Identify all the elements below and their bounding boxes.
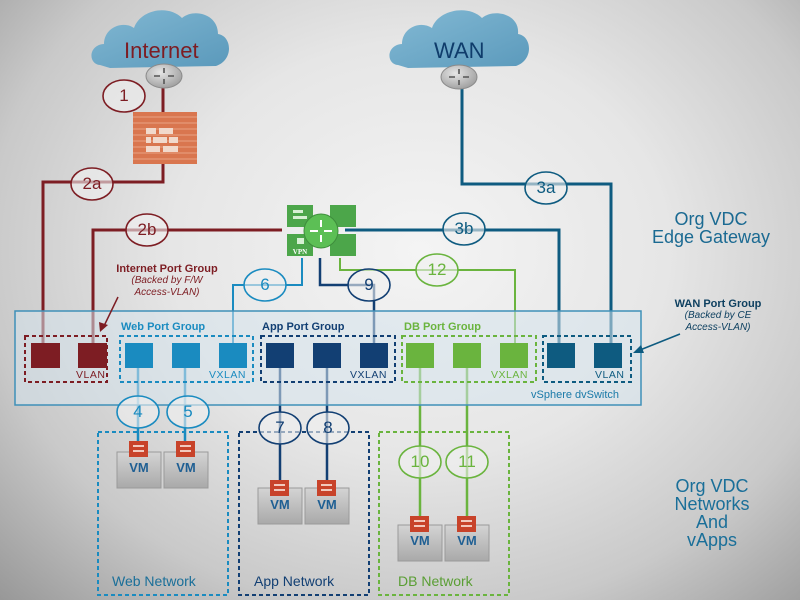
- port-db-1: [406, 343, 434, 368]
- port-wan-2: [594, 343, 622, 368]
- port-app-3: [360, 343, 388, 368]
- edge-gateway-title: Org VDC Edge Gateway: [636, 210, 786, 246]
- internet-port-group-note-line1: (Backed by F/W: [131, 275, 203, 286]
- web-port-group-box: [119, 335, 254, 383]
- wan-port-group-box: [542, 335, 632, 383]
- port-app-1: [266, 343, 294, 368]
- vm-app-2: VM: [317, 497, 337, 512]
- vm-db-1: VM: [410, 533, 430, 548]
- web-vxlan-tag: VXLAN: [209, 369, 246, 381]
- app-port-group-box: [260, 335, 396, 383]
- internet-port-group-note: Internet Port Group (Backed by F/W Acces…: [100, 263, 234, 299]
- app-vxlan-tag: VXLAN: [350, 369, 387, 381]
- vm-app-1: VM: [270, 497, 290, 512]
- edge-gateway-icon: VPN: [287, 205, 356, 256]
- wan-port-group-note-text1: Backed by CE: [687, 310, 752, 321]
- connector-7: 7: [275, 418, 285, 437]
- port-app-2: [313, 343, 341, 368]
- vm-web-1: VM: [129, 460, 149, 475]
- dvswitch-label: vSphere dvSwitch: [531, 389, 620, 401]
- db-network-box: [378, 431, 510, 596]
- edge-gateway-title-line2: Edge Gateway: [651, 227, 771, 247]
- connector-8: 8: [323, 418, 333, 437]
- org-vdc-networks-label: Org VDC Networks And vApps: [642, 477, 782, 549]
- internet-port-group-note-text1: Backed by F/W: [134, 275, 203, 286]
- vpn-text: VPN: [293, 248, 307, 256]
- wan-port-group-title: WAN Port Group: [674, 298, 762, 310]
- port-internet-2: [78, 343, 107, 368]
- wan-router-icon: [440, 64, 478, 90]
- firewall-icon: [133, 112, 197, 164]
- db-port-group-box: [401, 335, 537, 383]
- connector-2b: 2b: [137, 220, 157, 239]
- internet-port-group-note-text2: Access-VLAN: [134, 287, 197, 298]
- web-network-label: Web Network: [112, 573, 196, 589]
- vm-web-2: VM: [176, 460, 196, 475]
- port-wan-1: [547, 343, 575, 368]
- port-web-3: [219, 343, 247, 368]
- wan-port-group-note-line1: (Backed by CE: [684, 310, 752, 321]
- app-network-label: App Network: [254, 573, 335, 589]
- port-internet-1: [31, 343, 60, 368]
- connector-10: 10: [410, 452, 430, 471]
- wan-port-group-note: WAN Port Group (Backed by CE Access-VLAN…: [656, 298, 780, 334]
- app-port-group-title: App Port Group: [262, 321, 345, 333]
- internet-port-group-note-line2: Access-VLAN): [134, 287, 200, 298]
- side-label-line3: And: [695, 512, 729, 532]
- internet-cloud: [91, 10, 229, 68]
- connector-9: 9: [364, 275, 374, 294]
- side-label-line2: Networks: [674, 494, 750, 514]
- port-web-1: [125, 343, 153, 368]
- edge-gateway-title-line1: Org VDC: [674, 209, 748, 229]
- wan-vlan-tag: VLAN: [595, 369, 625, 381]
- connector-1: 1: [119, 86, 129, 105]
- vm-db-2: VM: [457, 533, 477, 548]
- port-web-2: [172, 343, 200, 368]
- wan-port-group-note-text2: Access-VLAN: [685, 322, 748, 333]
- annotation-arrows: [99, 296, 681, 353]
- connector-12: 12: [427, 260, 447, 279]
- db-vxlan-tag: VXLAN: [491, 369, 528, 381]
- port-db-3: [500, 343, 528, 368]
- connector-circles: [70, 79, 568, 479]
- side-label-line4: vApps: [686, 530, 738, 550]
- web-port-group-title: Web Port Group: [121, 321, 206, 333]
- wan-port-group-note-line2: Access-VLAN): [685, 322, 751, 333]
- app-network-box: [238, 431, 370, 596]
- connector-4: 4: [133, 402, 143, 421]
- vm-firewall-bricks: [133, 445, 472, 527]
- connector-3b: 3b: [454, 219, 474, 238]
- port-db-2: [453, 343, 481, 368]
- internet-vlan-tag: VLAN: [76, 369, 106, 381]
- internet-cloud-label: Internet: [124, 38, 199, 63]
- connector-3a: 3a: [536, 178, 556, 197]
- side-label-line1: Org VDC: [675, 476, 749, 496]
- db-network-label: DB Network: [398, 573, 473, 589]
- internet-router-icon: [145, 63, 183, 89]
- wan-cloud-label: WAN: [434, 38, 485, 63]
- web-network-box: [97, 431, 229, 596]
- connector-11: 11: [458, 452, 476, 471]
- internet-port-group-title: Internet Port Group: [116, 263, 218, 275]
- connector-5: 5: [183, 402, 193, 421]
- connector-2a: 2a: [82, 174, 102, 193]
- connector-6: 6: [260, 275, 270, 294]
- ports: [31, 343, 622, 368]
- wan-cloud: [389, 10, 529, 68]
- db-port-group-title: DB Port Group: [404, 321, 481, 333]
